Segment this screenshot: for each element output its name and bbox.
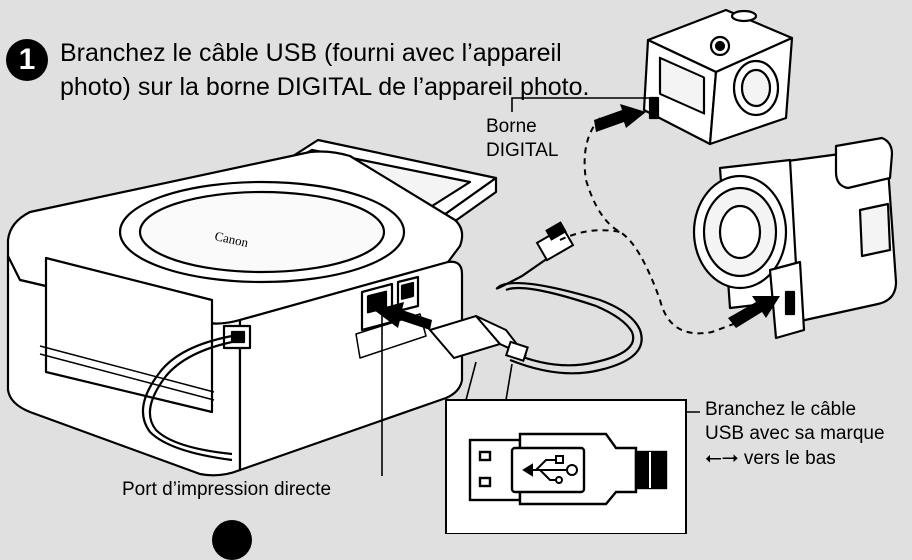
usb-orientation-note: Branchez le câble USB avec sa marque ⭠⭢ … bbox=[705, 398, 885, 471]
digital-terminal-label-line2: DIGITAL bbox=[486, 140, 559, 161]
digital-terminal-label: Borne DIGITAL bbox=[486, 115, 559, 163]
usb-arrow-icon: ⭠⭢ bbox=[705, 446, 739, 469]
next-step-badge bbox=[212, 520, 252, 560]
power-cable bbox=[141, 334, 233, 462]
digital-camera bbox=[642, 8, 794, 146]
connection-path bbox=[559, 117, 751, 335]
direct-print-port-label: Port d’impression directe bbox=[122, 479, 332, 500]
arrow-icons bbox=[374, 104, 780, 330]
arrow-to-printer-icon bbox=[374, 302, 432, 330]
printer-logo: Canon bbox=[213, 228, 250, 250]
mini-usb-connector bbox=[535, 221, 575, 262]
printer: Canon bbox=[6, 138, 498, 477]
video-camcorder bbox=[692, 136, 898, 340]
arrow-to-camcorder-icon bbox=[728, 296, 780, 328]
step-number-badge: 1 bbox=[6, 39, 48, 81]
digital-terminal-label-line1: Borne bbox=[486, 116, 537, 137]
usb-note-line3: ⭠⭢ vers le bas bbox=[705, 446, 885, 471]
step-instruction: Branchez le câble USB (fourni avec l’app… bbox=[60, 36, 589, 104]
usb-plug-detail bbox=[445, 399, 687, 534]
usb-note-line1: Branchez le câble bbox=[705, 399, 857, 420]
usb-note-line2: USB avec sa marque bbox=[705, 423, 885, 444]
step-instruction-line2: photo) sur la borne DIGITAL de l’apparei… bbox=[60, 73, 590, 101]
step-instruction-line1: Branchez le câble USB (fourni avec l’app… bbox=[60, 39, 562, 67]
arrow-to-camera-icon bbox=[594, 104, 646, 132]
usb-cable bbox=[495, 257, 643, 375]
connection-diagram: Canon bbox=[6, 8, 898, 534]
usb-symbol-icon bbox=[522, 455, 578, 484]
usb-note-line3-text: vers le bas bbox=[743, 448, 836, 469]
usb-a-connector bbox=[428, 314, 529, 363]
